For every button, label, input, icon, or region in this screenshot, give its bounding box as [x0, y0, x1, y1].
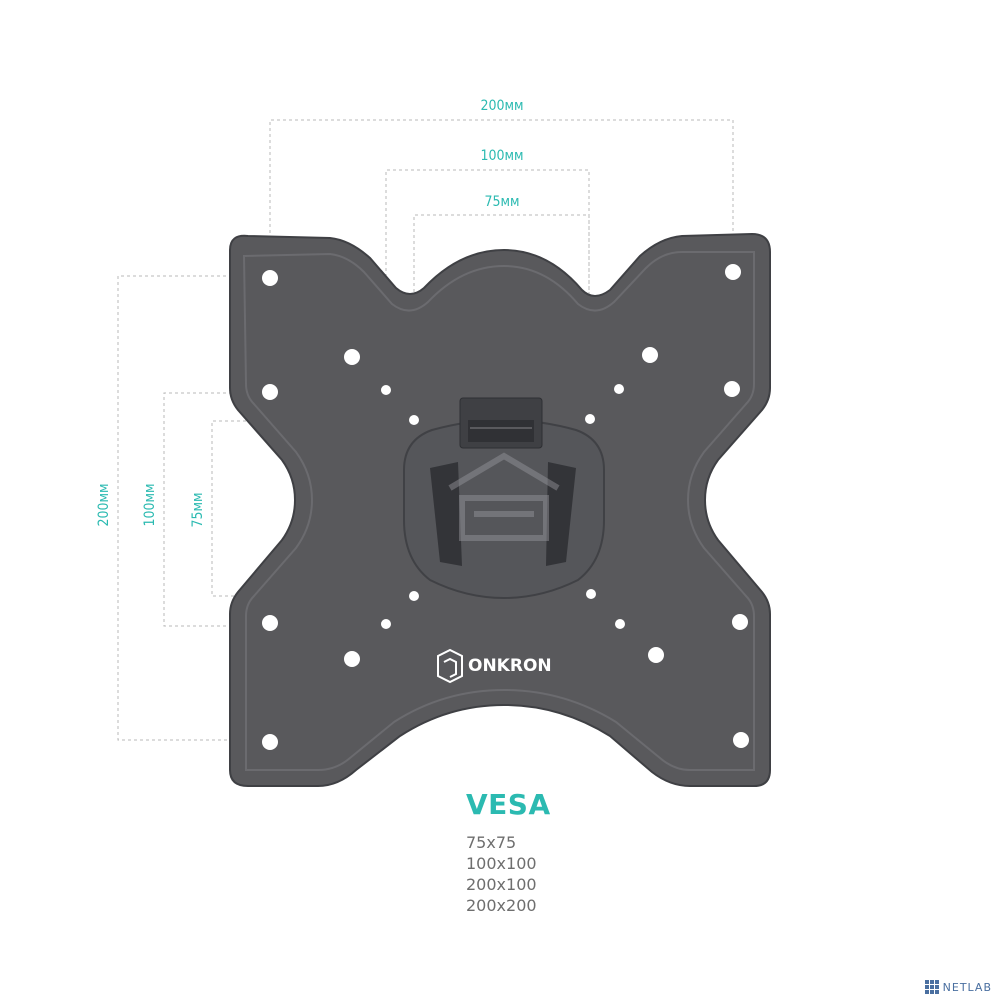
dim-horizontal-200: 200мм: [480, 98, 523, 114]
onkron-logo-icon: [437, 648, 463, 684]
vesa-size-item: 75x75: [466, 833, 517, 852]
netlab-grid-icon: [924, 980, 939, 994]
vesa-size-item: 100x100: [466, 854, 537, 873]
netlab-watermark: NETLAB: [924, 980, 992, 994]
mounting-holes: [262, 264, 749, 750]
netlab-text: NETLAB: [942, 980, 992, 994]
onkron-logo-text: ONKRON: [468, 656, 552, 676]
mounting-plate: [229, 232, 771, 787]
dimension-lines: [117, 119, 734, 741]
dim-vertical-75: 75мм: [190, 492, 206, 527]
vesa-size-item: 200x100: [466, 875, 537, 894]
vesa-title: VESA: [466, 788, 551, 821]
vesa-size-item: 200x200: [466, 896, 537, 915]
dim-vertical-200: 200мм: [96, 483, 112, 526]
onkron-logo: ONKRON: [437, 648, 552, 684]
dim-horizontal-75: 75мм: [484, 194, 519, 210]
dim-horizontal-100: 100мм: [480, 148, 523, 164]
vesa-size-list: 75x75 100x100 200x100 200x200: [466, 832, 537, 916]
dim-vertical-100: 100мм: [142, 483, 158, 526]
